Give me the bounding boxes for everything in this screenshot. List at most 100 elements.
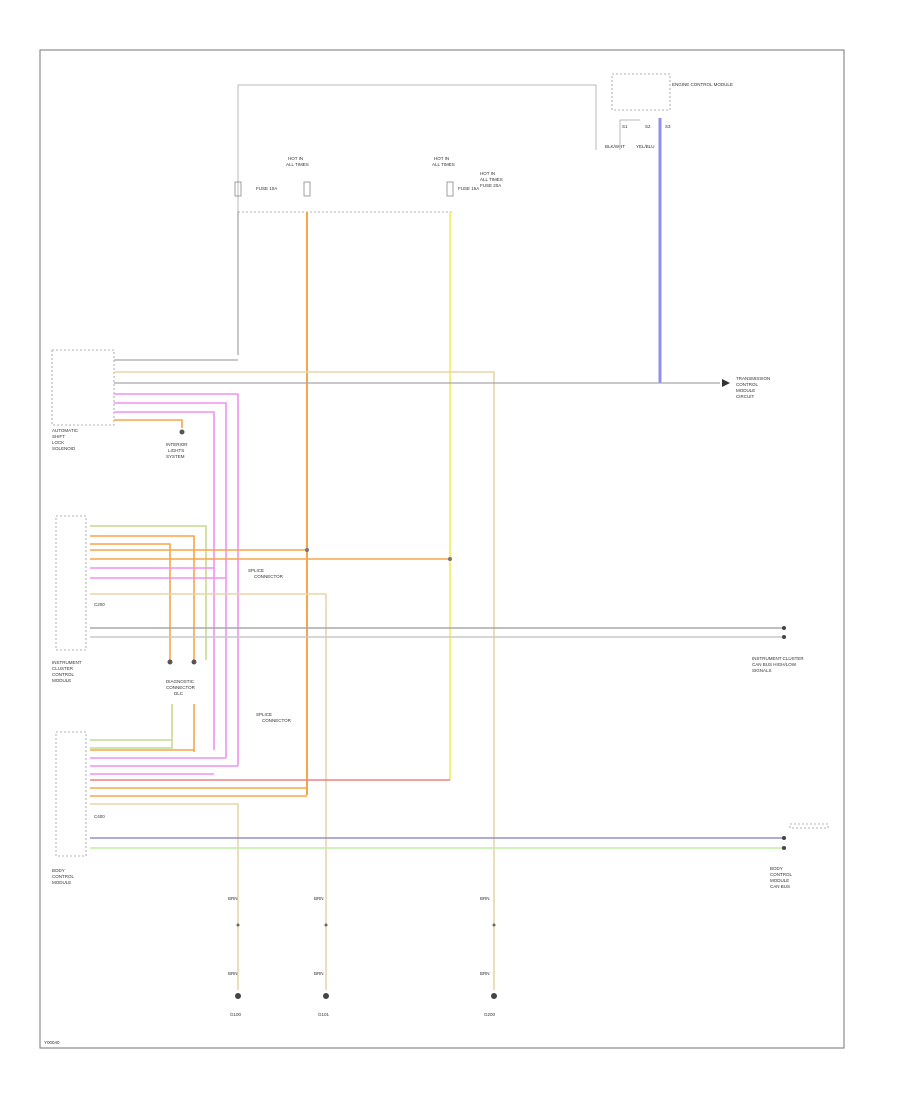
ground-3-upper: BRN <box>480 896 490 901</box>
fuse-top-line-2: ALL TIMES <box>286 162 309 167</box>
lower-right-dash <box>789 823 829 829</box>
lower-module-title-1: BODY <box>52 868 65 873</box>
ground-top-2: LIGHTS <box>168 448 184 453</box>
arrow-right-top <box>722 379 730 387</box>
ecm-pin-2: S2 <box>645 124 651 129</box>
splice-dot-2 <box>448 557 452 561</box>
fuse-right-line-1: HOT IN <box>480 171 495 176</box>
right-label-top-1: TRANSMISSION <box>736 376 770 381</box>
body-module-title-3: CONTROL <box>52 672 74 677</box>
engine-control-module-box <box>611 73 671 111</box>
ground-3-dot <box>492 923 496 927</box>
left-module-title-1: AUTOMATIC <box>52 428 79 433</box>
fuse-mid-label: FUSE 15A <box>458 186 479 191</box>
left-module-title-2: SHIFT <box>52 434 65 439</box>
cc-wire-1 <box>90 704 173 749</box>
right-label-mid-1: INSTRUMENT CLUSTER <box>752 656 804 661</box>
right-label-bot-2: CONTROL <box>770 872 792 877</box>
right-label-top-4: CIRCUIT <box>736 394 754 399</box>
ground-3-name: G200 <box>484 1012 496 1017</box>
lower-module-title-3: MODULE <box>52 880 71 885</box>
right-label-top-3: MODULE <box>736 388 755 393</box>
ground-g200: BRN BRN G200 <box>480 896 497 1017</box>
right-label-mid-3: SIGNALS <box>752 668 772 673</box>
ground-3-terminal <box>491 993 497 999</box>
fuse-right-label: FUSE 20A <box>480 183 501 188</box>
fuse-mid-line-1: HOT IN <box>434 156 449 161</box>
engine-control-module-title: ENGINE CONTROL MODULE <box>672 82 733 87</box>
fuse-mid-line-2: ALL TIMES <box>432 162 455 167</box>
lower-module-title-2: CONTROL <box>52 874 74 879</box>
ground-2-terminal <box>323 993 329 999</box>
splice-dot-1 <box>305 548 309 552</box>
body-module-connector: C200 <box>94 602 105 607</box>
ecm-wire-a <box>619 119 640 150</box>
top-power-wire <box>237 84 597 355</box>
bm-wire-8 <box>90 593 327 990</box>
lm-wire-2 <box>114 371 495 990</box>
lm-wire-4 <box>114 393 239 766</box>
ground-3-lower: BRN <box>480 971 490 976</box>
diagram-frame <box>39 49 845 1049</box>
splice-a-2: CONNECTOR <box>254 574 284 579</box>
ecm-pin-3: S3 <box>665 124 671 129</box>
ecm-wire-label-1: BLK/WHT <box>605 144 625 149</box>
dlc-pin-2 <box>191 659 197 665</box>
ground-top-1: INTERIOR <box>166 442 188 447</box>
ground-2-lower: BRN <box>314 971 324 976</box>
ground-2-name: G101 <box>318 1012 330 1017</box>
fuse-symbol-3 <box>446 181 454 197</box>
right-label-top-2: CONTROL <box>736 382 758 387</box>
body-module-title-4: MODULE <box>52 678 71 683</box>
ecm-wire-label-2: YEL/BLU <box>636 144 655 149</box>
center-conn-2: CONNECTOR <box>166 685 196 690</box>
fuse-symbol-1 <box>234 181 242 197</box>
dlc-pin-1 <box>167 659 173 665</box>
ground-1-upper: BRN <box>228 896 238 901</box>
body-module-title-2: CLUSTER <box>52 666 74 671</box>
ground-1-lower: BRN <box>228 971 238 976</box>
bm-wire-3 <box>90 543 171 660</box>
right-label-bot-3: MODULE <box>770 878 789 883</box>
footer-code: Y00040 <box>44 1040 60 1045</box>
left-module-title-4: SOLENOID <box>52 446 76 451</box>
splice-b-2: CONNECTOR <box>262 718 292 723</box>
right-label-mid-2: CAN BUS HIGH/LOW <box>752 662 797 667</box>
ground-1-name: G100 <box>230 1012 242 1017</box>
fuse-symbol-2 <box>303 181 311 197</box>
ground-2-upper: BRN <box>314 896 324 901</box>
ground-g101: BRN BRN G101 <box>314 896 330 1017</box>
can-end-4 <box>782 846 786 850</box>
ground-top-3: SYSTEM <box>166 454 185 459</box>
body-module-box <box>55 515 87 651</box>
bm-wire-2 <box>90 535 195 660</box>
right-label-bot-4: CAN BUS <box>770 884 790 889</box>
ground-1-dot <box>236 923 240 927</box>
fuse-top-line-1: HOT IN <box>288 156 303 161</box>
splice-a-1: SPLICE <box>248 568 264 573</box>
lm-wire-7 <box>114 419 183 428</box>
center-conn-3: DLC <box>174 691 184 696</box>
ground-g100: BRN BRN G100 <box>228 896 242 1017</box>
left-module-box <box>51 349 115 426</box>
lm-wire-6 <box>114 411 215 750</box>
lw-9 <box>90 803 239 990</box>
lower-module-connector: C400 <box>94 814 105 819</box>
right-label-bot-1: BODY <box>770 866 783 871</box>
left-module-title-3: LOCK <box>52 440 64 445</box>
center-conn-1: DIAGNOSTIC <box>166 679 195 684</box>
ground-top-dot <box>179 429 185 435</box>
ground-1-terminal <box>235 993 241 999</box>
bm-wire-1 <box>90 525 207 660</box>
lower-module-box <box>55 731 87 857</box>
ecm-pin-1: S1 <box>622 124 628 129</box>
can-end-1 <box>782 626 786 630</box>
ground-2-dot <box>324 923 328 927</box>
lm-wire-5 <box>114 402 227 758</box>
can-end-2 <box>782 635 786 639</box>
fuse-right-line-2: ALL TIMES <box>480 177 503 182</box>
fuse-top-label: FUSE 10A <box>256 186 277 191</box>
lw-7 <box>90 787 308 795</box>
can-end-3 <box>782 836 786 840</box>
